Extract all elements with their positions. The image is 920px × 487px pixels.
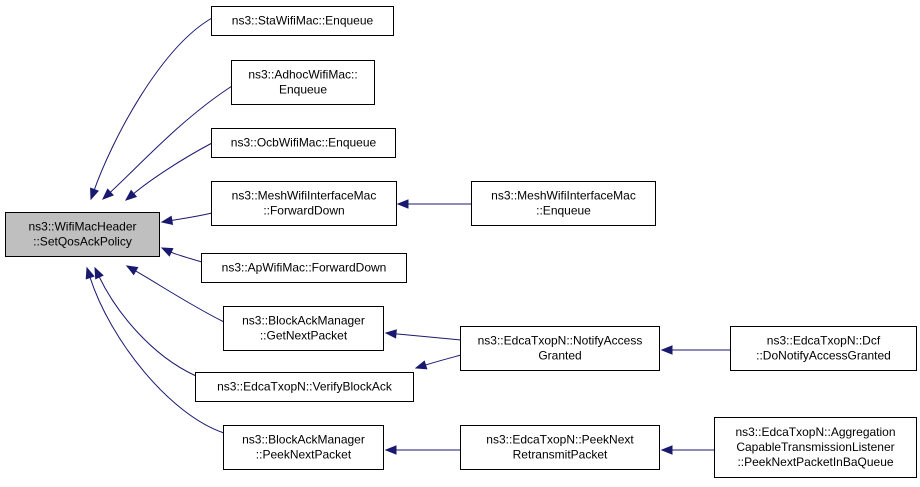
node-sta-enqueue[interactable]: ns3::StaWifiMac::Enqueue — [211, 6, 394, 36]
node-box[interactable] — [223, 306, 384, 351]
node-adhoc-enqueue[interactable]: ns3::AdhocWifiMac::Enqueue — [231, 60, 375, 105]
edge-mesh_enqueue-to-mesh_forwarddown — [396, 199, 471, 209]
edge-arrowhead — [90, 187, 99, 201]
edge-bam_getnext-to-root — [125, 265, 225, 323]
node-box[interactable] — [231, 60, 375, 105]
edge-edca_notify-to-bam_getnext — [384, 329, 462, 341]
edge-line — [109, 85, 233, 194]
node-label-line: ::Enqueue — [536, 204, 591, 218]
node-edca-dcf[interactable]: ns3::EdcaTxopN::Dcf::DoNotifyAccessGrant… — [730, 326, 917, 371]
node-label-line: ns3::OcbWifiMac::Enqueue — [231, 136, 377, 150]
edge-edca_aggregation-to-edca_peekretransmit — [660, 445, 716, 455]
edge-line — [134, 270, 225, 323]
edge-arrowhead — [160, 215, 174, 225]
edge-arrowhead — [94, 266, 104, 280]
edge-arrowhead — [660, 445, 673, 455]
node-ap-forwarddown[interactable]: ns3::ApWifiMac::ForwardDown — [201, 253, 407, 283]
node-box[interactable] — [714, 417, 917, 478]
edge-arrowhead — [160, 247, 174, 257]
edge-ap_forwarddown-to-root — [160, 247, 203, 263]
edge-edca_peekretransmit-to-bam_peeknext — [384, 445, 462, 455]
node-label-line: ns3::AdhocWifiMac:: — [248, 68, 357, 82]
node-label-line: ::DoNotifyAccessGranted — [756, 349, 891, 363]
node-label-line: ns3::WifiMacHeader — [28, 220, 136, 234]
node-box[interactable] — [223, 425, 384, 470]
edge-line — [132, 142, 213, 195]
node-box[interactable] — [195, 372, 414, 402]
edge-arrowhead — [384, 445, 397, 455]
node-bam-getnext[interactable]: ns3::BlockAckManager::GetNextPacket — [223, 306, 384, 351]
node-label-line: ::ForwardDown — [263, 204, 344, 218]
edge-arrowhead — [660, 345, 673, 355]
node-mesh-forwarddown[interactable]: ns3::MeshWifiInterfaceMac::ForwardDown — [211, 181, 397, 226]
edge-arrowhead — [414, 360, 428, 370]
node-label-line: ::SetQosAckPolicy — [33, 235, 132, 249]
edge-mesh_forwarddown-to-root — [160, 212, 213, 225]
node-label-line: ns3::ApWifiMac::ForwardDown — [222, 261, 387, 275]
node-label-line: Enqueue — [279, 83, 327, 97]
node-bam-peeknext[interactable]: ns3::BlockAckManager::PeekNextPacket — [223, 425, 384, 470]
node-ocb-enqueue[interactable]: ns3::OcbWifiMac::Enqueue — [211, 128, 396, 158]
edge-arrowhead — [102, 188, 114, 200]
node-label-line: ::PeekNextPacket — [256, 448, 352, 462]
node-box[interactable] — [460, 326, 660, 371]
node-label-line: CapableTransmissionListener — [736, 440, 894, 454]
node-root[interactable]: ns3::WifiMacHeader::SetQosAckPolicy — [5, 212, 160, 257]
node-edca-notify[interactable]: ns3::EdcaTxopN::NotifyAccessGranted — [460, 326, 660, 371]
edge-edca_notify-to-edca_verify — [414, 354, 462, 370]
edge-edca_verify-to-root — [94, 266, 197, 377]
node-box[interactable] — [5, 212, 160, 257]
node-label-line: ns3::EdcaTxopN::PeekNext — [486, 433, 634, 447]
edge-bam_peeknext-to-root — [85, 266, 225, 434]
edge-line — [394, 333, 462, 341]
node-label-line: ns3::EdcaTxopN::Dcf — [767, 334, 881, 348]
node-box[interactable] — [211, 128, 396, 158]
node-label-line: ns3::EdcaTxopN::NotifyAccess — [478, 334, 643, 348]
edge-arrowhead — [396, 199, 409, 209]
edge-line — [98, 275, 197, 377]
node-label-line: ::GetNextPacket — [260, 329, 348, 343]
node-box[interactable] — [211, 6, 394, 36]
node-label-line: RetransmitPacket — [513, 448, 608, 462]
edge-line — [169, 251, 203, 263]
edge-line — [170, 212, 213, 222]
node-mesh-enqueue[interactable]: ns3::MeshWifiInterfaceMac::Enqueue — [471, 181, 656, 226]
node-label-line: ns3::BlockAckManager — [242, 433, 365, 447]
node-box[interactable] — [201, 253, 407, 283]
node-box[interactable] — [730, 326, 917, 371]
edge-edca_dcf-to-edca_notify — [660, 345, 731, 355]
edge-arrowhead — [85, 266, 95, 280]
node-edca-aggregation[interactable]: ns3::EdcaTxopN::AggregationCapableTransm… — [714, 417, 917, 478]
edge-line — [89, 276, 225, 434]
edge-adhoc_enqueue-to-root — [102, 85, 233, 200]
node-box[interactable] — [471, 181, 656, 226]
edge-sta_enqueue-to-root — [90, 17, 213, 201]
node-label-line: ::PeekNextPacketInBaQueue — [737, 455, 893, 469]
graph-nodes: ns3::WifiMacHeader::SetQosAckPolicyns3::… — [5, 6, 917, 478]
node-box[interactable] — [211, 181, 397, 226]
node-edca-verify[interactable]: ns3::EdcaTxopN::VerifyBlockAck — [195, 372, 414, 402]
edge-line — [93, 17, 213, 191]
node-label-line: ns3::EdcaTxopN::VerifyBlockAck — [217, 380, 393, 394]
edge-arrowhead — [384, 329, 397, 339]
node-label-line: ns3::MeshWifiInterfaceMac — [491, 189, 636, 203]
edge-arrowhead — [125, 265, 139, 276]
node-label-line: Granted — [538, 349, 581, 363]
node-label-line: ns3::BlockAckManager — [242, 314, 365, 328]
node-box[interactable] — [460, 425, 660, 470]
node-label-line: ns3::MeshWifiInterfaceMac — [232, 189, 377, 203]
graph-edges — [85, 17, 731, 455]
edge-arrowhead — [124, 189, 138, 201]
edge-line — [424, 354, 462, 366]
node-label-line: ns3::StaWifiMac::Enqueue — [232, 14, 374, 28]
node-label-line: ns3::EdcaTxopN::Aggregation — [735, 425, 895, 439]
edge-ocb_enqueue-to-root — [124, 142, 213, 201]
